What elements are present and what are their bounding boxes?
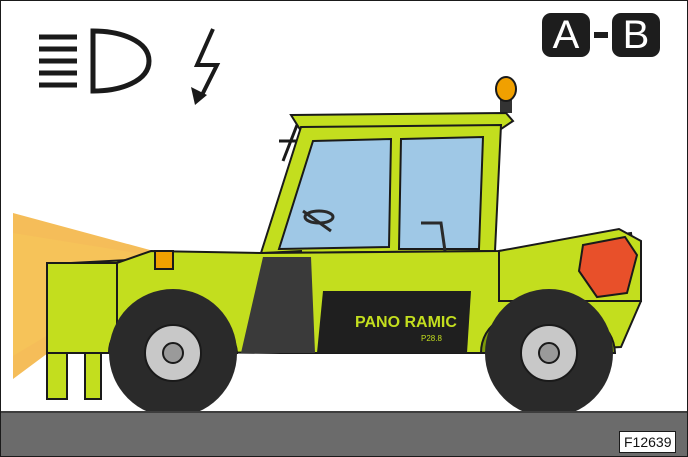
vehicle-brand: PANO RAMIC xyxy=(355,314,457,331)
vehicle-model: P28.8 xyxy=(421,334,442,343)
headlight-main-beam-icon xyxy=(39,31,149,91)
lightning-icon xyxy=(191,29,217,105)
fork-carriage xyxy=(47,263,117,399)
rear-wheel xyxy=(485,289,613,417)
ground xyxy=(1,413,687,456)
beacon-light xyxy=(496,77,516,113)
badge-separator xyxy=(594,32,608,38)
mode-badges: A B xyxy=(542,13,660,57)
headlight-lamp xyxy=(155,251,173,269)
front-wheel xyxy=(109,289,237,417)
badge-first: A xyxy=(542,13,590,57)
badge-second: B xyxy=(612,13,660,57)
figure-code: F12639 xyxy=(619,431,676,453)
